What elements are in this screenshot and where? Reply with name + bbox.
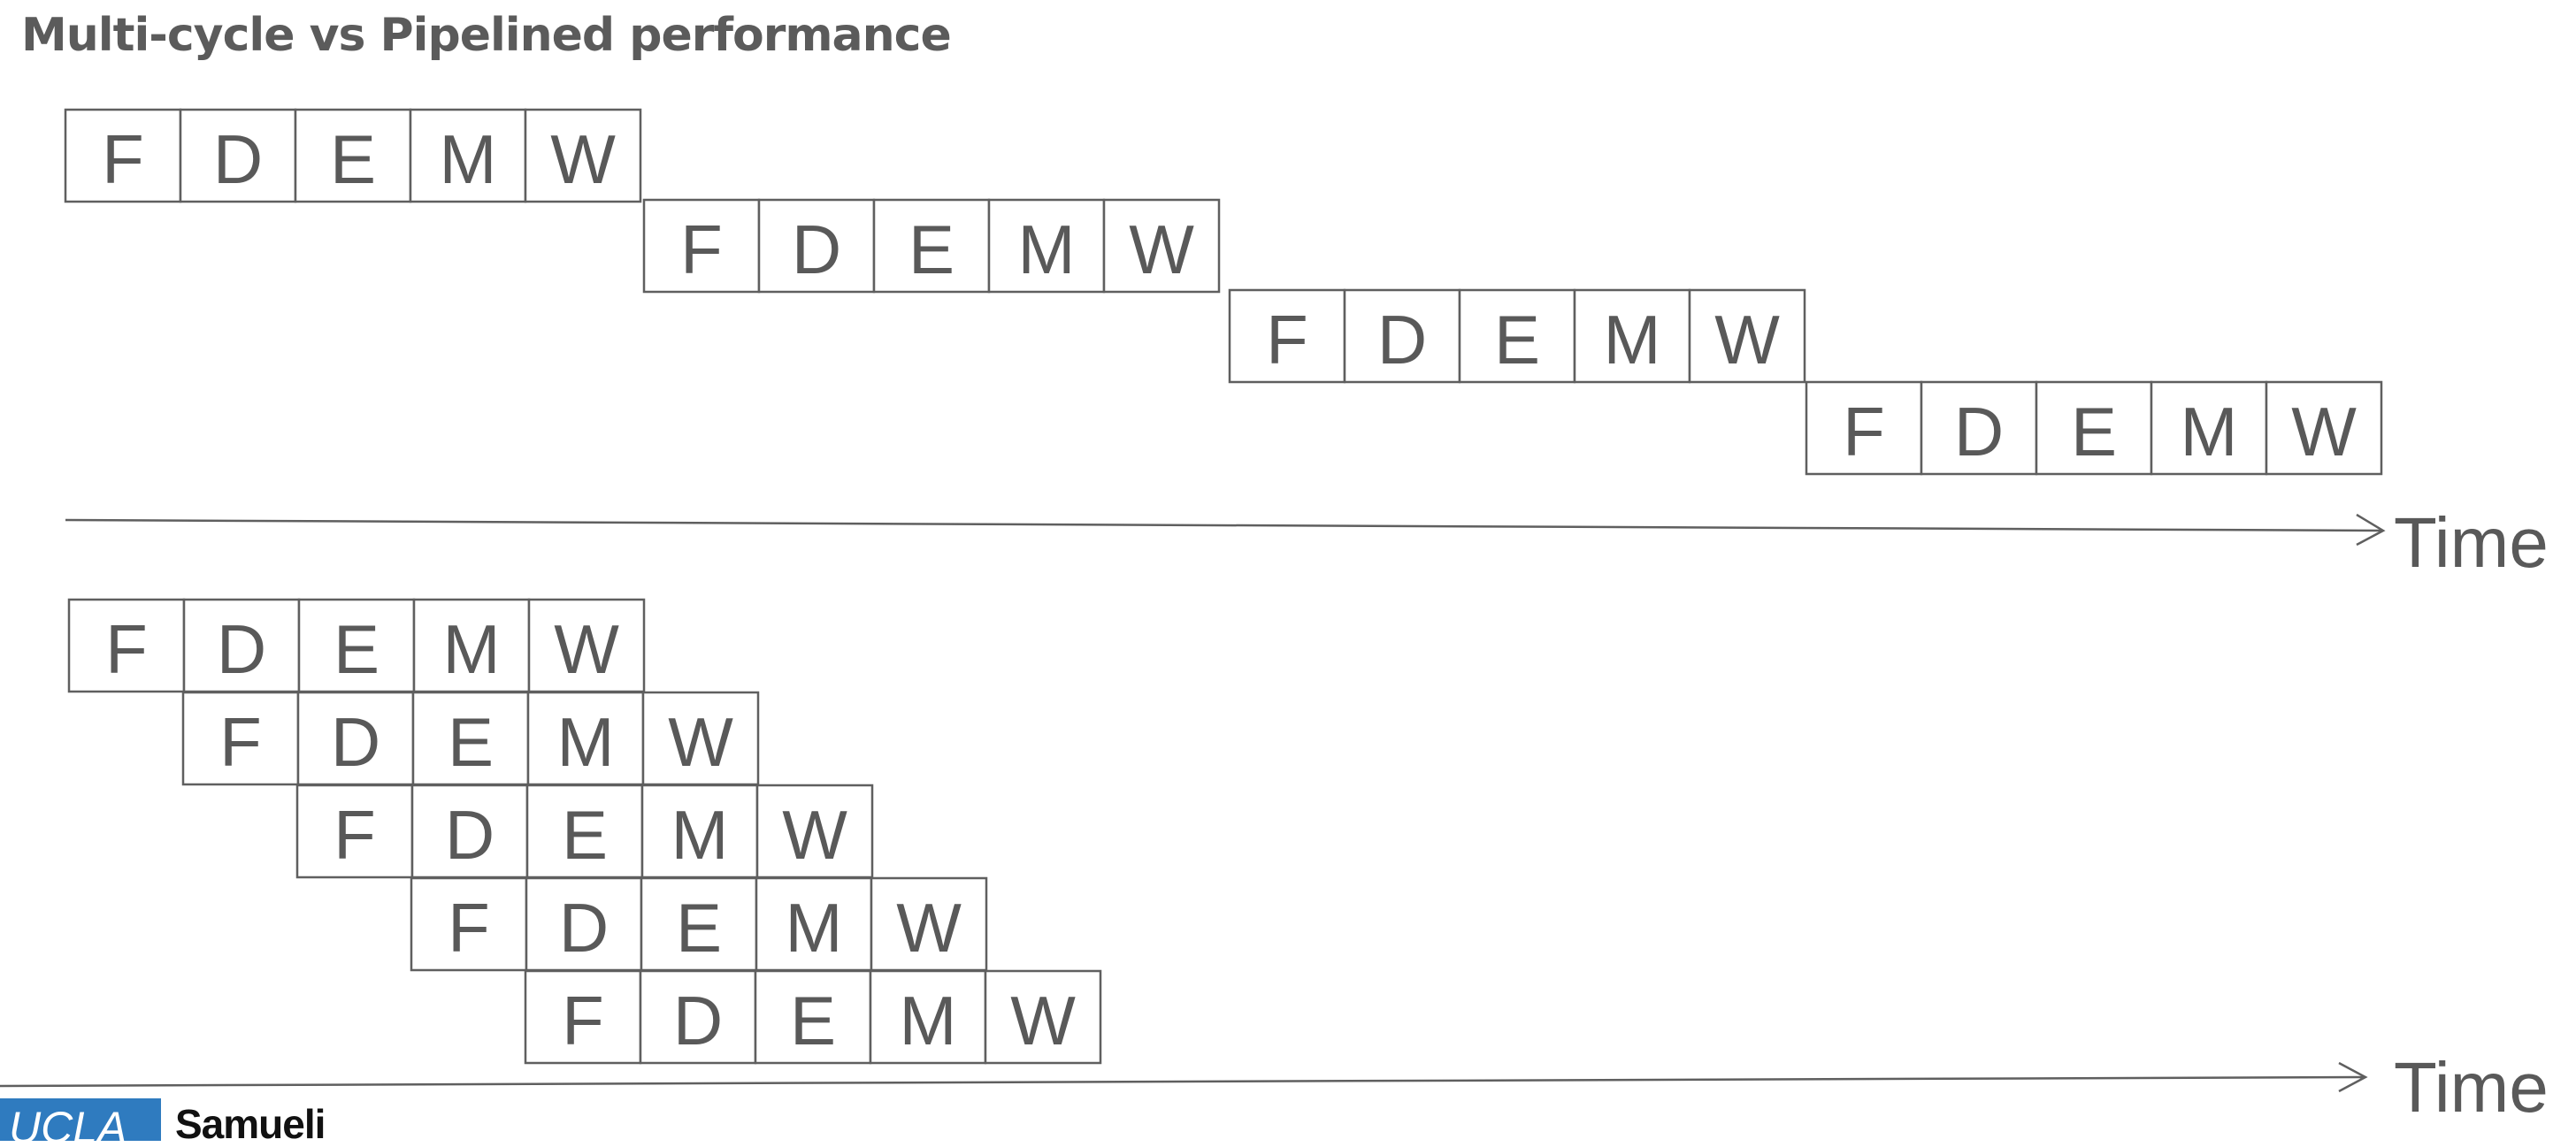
multicycle-instr1-stage-d-box — [179, 108, 297, 203]
multicycle-instr4-stage-m-label: M — [2181, 393, 2238, 470]
multicycle-instr4-stage-d-label: D — [1954, 393, 2004, 470]
pipelined-instr5-stage-e-label: E — [790, 982, 836, 1059]
pipelined-instr5-stage-w-label: W — [1010, 982, 1076, 1059]
multicycle-instr1-stage-m-label: M — [440, 120, 497, 198]
pipelined-instr4-stage-w-box — [870, 876, 988, 972]
multicycle-instr3-stage-w-box — [1688, 288, 1806, 384]
multicycle-time-axis — [65, 518, 2384, 532]
pipelined-instr5-stage-m-label: M — [900, 982, 957, 1059]
pipelined-instr1-stage-w-box — [527, 598, 646, 693]
pipelined-instr3-stage-w-label: W — [782, 796, 847, 874]
pipelined-instr2-stage-w-label: W — [668, 703, 733, 781]
multicycle-instr3-stage-d-label: D — [1377, 301, 1427, 379]
pipelined-instr2-stage-f-box — [181, 691, 300, 786]
pipelined-instr4-stage-f-box — [410, 876, 528, 972]
pipelined-instr5-stage-f-label: F — [562, 982, 604, 1059]
pipelined-instr2-stage-f-label: F — [219, 703, 262, 781]
multicycle-instr4-stage-e-box — [2035, 380, 2153, 476]
multicycle-instr4-stage-e-label: E — [2071, 393, 2117, 470]
multicycle-instr1-stage-e-label: E — [330, 120, 376, 198]
pipelined-instr5-stage-e-box — [754, 969, 872, 1065]
pipelined-instr1-stage-f-box — [67, 598, 186, 693]
pipelined-instr2-stage-d-box — [296, 691, 415, 786]
pipelined-instr2-stage-d-label: D — [331, 703, 380, 781]
pipelined-instr5-stage-w-box — [984, 969, 1102, 1065]
multicycle-instr2-stage-e-box — [872, 198, 991, 294]
pipelined-instr3-stage-e-label: E — [562, 796, 608, 874]
multicycle-instr2-stage-d-label: D — [792, 210, 841, 288]
multicycle-time-label: Time — [2394, 503, 2549, 582]
pipelined-instr5-stage-f-box — [524, 969, 642, 1065]
multicycle-instr2-stage-f-box — [642, 198, 761, 294]
multicycle-instr3-stage-w-label: W — [1714, 301, 1780, 379]
multicycle-instr4-stage-f-box — [1805, 380, 1923, 476]
multicycle-time-arrowhead — [2356, 513, 2386, 547]
pipelined-time-axis — [0, 1075, 2366, 1088]
multicycle-instr1-stage-e-box — [294, 108, 412, 203]
multicycle-instr1-stage-w-box — [524, 108, 642, 203]
multicycle-instr2-stage-w-label: W — [1129, 210, 1194, 288]
pipelined-instr1-stage-e-label: E — [334, 610, 380, 688]
multicycle-instr4-stage-f-label: F — [1843, 393, 1885, 470]
multicycle-instr2-stage-m-label: M — [1018, 210, 1076, 288]
pipelined-instr1-stage-d-box — [182, 598, 301, 693]
pipelined-instr4-stage-d-label: D — [559, 889, 609, 967]
pipelined-instr4-stage-f-label: F — [448, 889, 490, 967]
multicycle-instr2-stage-m-box — [987, 198, 1106, 294]
multicycle-instr3-stage-d-box — [1343, 288, 1461, 384]
pipelined-time-arrowhead — [2338, 1061, 2368, 1093]
multicycle-instr2-stage-f-label: F — [680, 210, 723, 288]
multicycle-instr1-stage-f-box — [64, 108, 182, 203]
pipelined-instr4-stage-d-box — [525, 876, 643, 972]
pipelined-instr1-stage-m-label: M — [443, 610, 501, 688]
samueli-logo-text: Samueli — [175, 1101, 326, 1147]
multicycle-instr3-stage-e-box — [1458, 288, 1576, 384]
multicycle-instr3-stage-f-label: F — [1266, 301, 1308, 379]
pipelined-instr2-stage-e-box — [411, 691, 530, 786]
pipelined-instr1-stage-d-label: D — [217, 610, 266, 688]
multicycle-instr1-stage-f-label: F — [102, 120, 144, 198]
pipelined-instr3-stage-w-box — [755, 784, 874, 879]
pipelined-instr2-stage-m-box — [526, 691, 645, 786]
pipelined-instr5-stage-m-box — [869, 969, 987, 1065]
pipelined-instr1-stage-m-box — [412, 598, 531, 693]
pipelined-instr3-stage-m-box — [640, 784, 759, 879]
multicycle-instr3-stage-m-label: M — [1604, 301, 1661, 379]
multicycle-instr1-stage-w-label: W — [550, 120, 616, 198]
multicycle-instr4-stage-w-label: W — [2291, 393, 2357, 470]
multicycle-instr3-stage-m-box — [1573, 288, 1691, 384]
pipelined-instr2-stage-m-label: M — [557, 703, 615, 781]
multicycle-instr4-stage-m-box — [2150, 380, 2268, 476]
multicycle-instr1-stage-d-label: D — [213, 120, 263, 198]
multicycle-instr2-stage-e-label: E — [908, 210, 954, 288]
multicycle-instr1-stage-m-box — [409, 108, 527, 203]
pipelined-instr4-stage-e-label: E — [676, 889, 722, 967]
ucla-logo: UCLA — [0, 1098, 161, 1141]
pipelined-instr3-stage-d-label: D — [445, 796, 494, 874]
pipelined-instr3-stage-f-box — [295, 784, 414, 879]
pipelined-time-label: Time — [2394, 1048, 2549, 1127]
pipelined-instr1-stage-f-label: F — [105, 610, 148, 688]
multicycle-instr3-stage-f-box — [1228, 288, 1346, 384]
pipelined-instr1-stage-w-label: W — [554, 610, 619, 688]
pipelined-instr5-stage-d-label: D — [673, 982, 723, 1059]
pipelined-instr3-stage-m-label: M — [671, 796, 729, 874]
multicycle-instr2-stage-w-box — [1102, 198, 1221, 294]
pipelined-instr2-stage-e-label: E — [448, 703, 494, 781]
multicycle-instr4-stage-d-box — [1920, 380, 2038, 476]
multicycle-instr3-stage-e-label: E — [1494, 301, 1540, 379]
multicycle-instr4-stage-w-box — [2265, 380, 2383, 476]
slide-title: Multi-cycle vs Pipelined performance — [21, 9, 952, 62]
pipelined-instr4-stage-w-label: W — [896, 889, 962, 967]
pipelined-instr5-stage-d-box — [639, 969, 757, 1065]
pipelined-instr4-stage-m-label: M — [786, 889, 843, 967]
pipelined-instr3-stage-f-label: F — [334, 796, 376, 874]
